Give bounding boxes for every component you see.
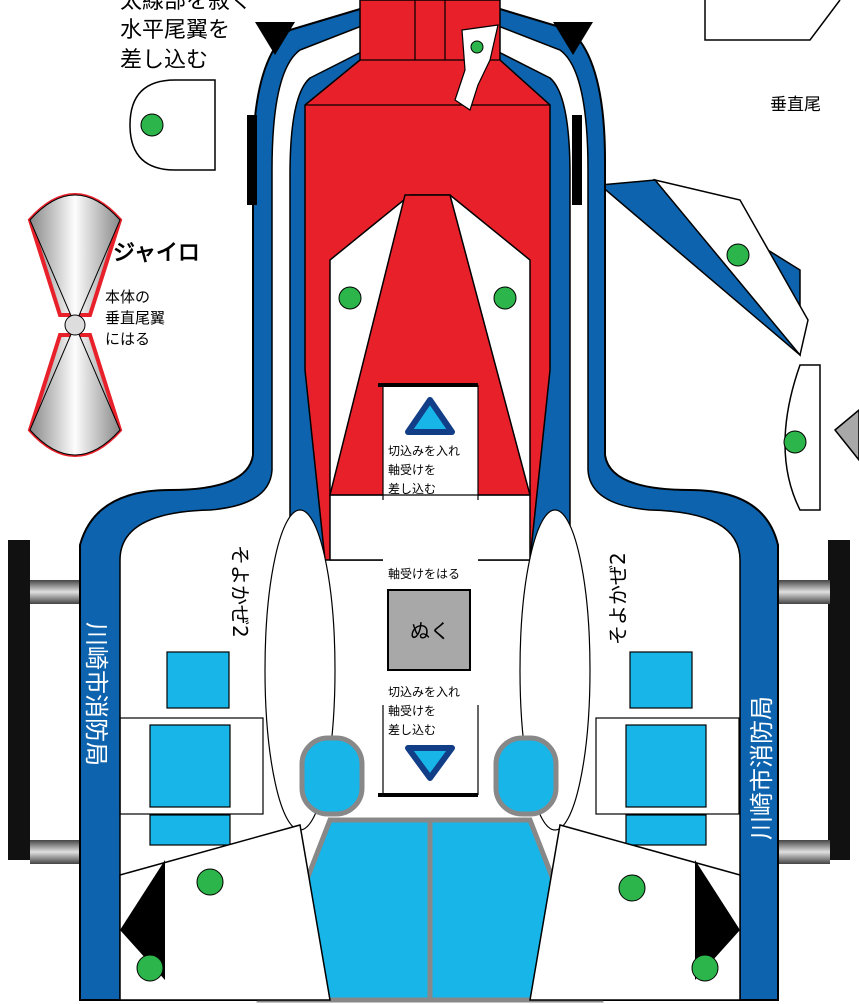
bearing-label: 軸受けをはる <box>388 567 460 581</box>
up-arrow-icon <box>405 397 455 435</box>
left-side-org: 川崎市消防局 <box>82 622 110 766</box>
right-black-flap <box>695 860 740 980</box>
down-arrow-icon <box>405 745 455 781</box>
left-windows <box>119 651 264 846</box>
right-lower-wing <box>529 824 741 1001</box>
right-axle-bar <box>778 540 850 864</box>
right-side-org: 川崎市消防局 <box>748 696 776 840</box>
bearing-cut-text: ぬく <box>410 619 450 643</box>
gyro-title: ジャイロ <box>113 241 200 266</box>
right-wing-blue <box>598 179 801 357</box>
right-wing-white <box>652 178 809 357</box>
left-axle-bar <box>8 540 82 864</box>
left-tab <box>129 79 216 171</box>
left-pod <box>299 735 365 817</box>
right-side-name: そよかぜ2 <box>606 552 630 645</box>
vertical-tail-label: 垂直尾 <box>770 95 821 115</box>
triangle-marker-icon <box>553 22 593 55</box>
lower-slot-line-2: 軸受けを <box>388 704 436 718</box>
tail-piece-outline <box>704 0 841 41</box>
gyro-note-3: にはる <box>105 330 150 348</box>
instruction-line-3: 差し込む <box>120 48 208 73</box>
right-slit <box>572 115 582 205</box>
instruction-line-1: 太線部を寂く <box>120 0 252 14</box>
top-tag <box>454 24 499 111</box>
bearing-cutout <box>387 589 471 671</box>
instruction-line-2: 水平尾翼を <box>120 18 230 43</box>
upper-slot-line-3: 差し込む <box>388 482 436 496</box>
green-dot-icon <box>136 40 807 982</box>
left-side-name: そよかぜ2 <box>228 545 252 638</box>
gyro-part <box>27 193 123 457</box>
upper-slot-line-2: 軸受けを <box>388 463 436 477</box>
lower-slot-line-3: 差し込む <box>388 723 436 737</box>
left-slit <box>247 115 257 205</box>
triangle-marker-icon <box>255 22 295 55</box>
left-lower-wing <box>119 824 331 1001</box>
red-fuselage-lines <box>305 0 550 106</box>
right-windows <box>595 651 740 846</box>
left-black-flap <box>120 860 165 980</box>
upper-slot-line-1: 切込みを入れ <box>388 444 460 458</box>
gyro-note-1: 本体の <box>105 288 150 306</box>
grey-diamond-icon <box>833 409 859 462</box>
right-pod <box>493 735 559 817</box>
gyro-note-2: 垂直尾翼 <box>105 309 165 327</box>
lower-slot-line-1: 切込みを入れ <box>388 685 460 699</box>
